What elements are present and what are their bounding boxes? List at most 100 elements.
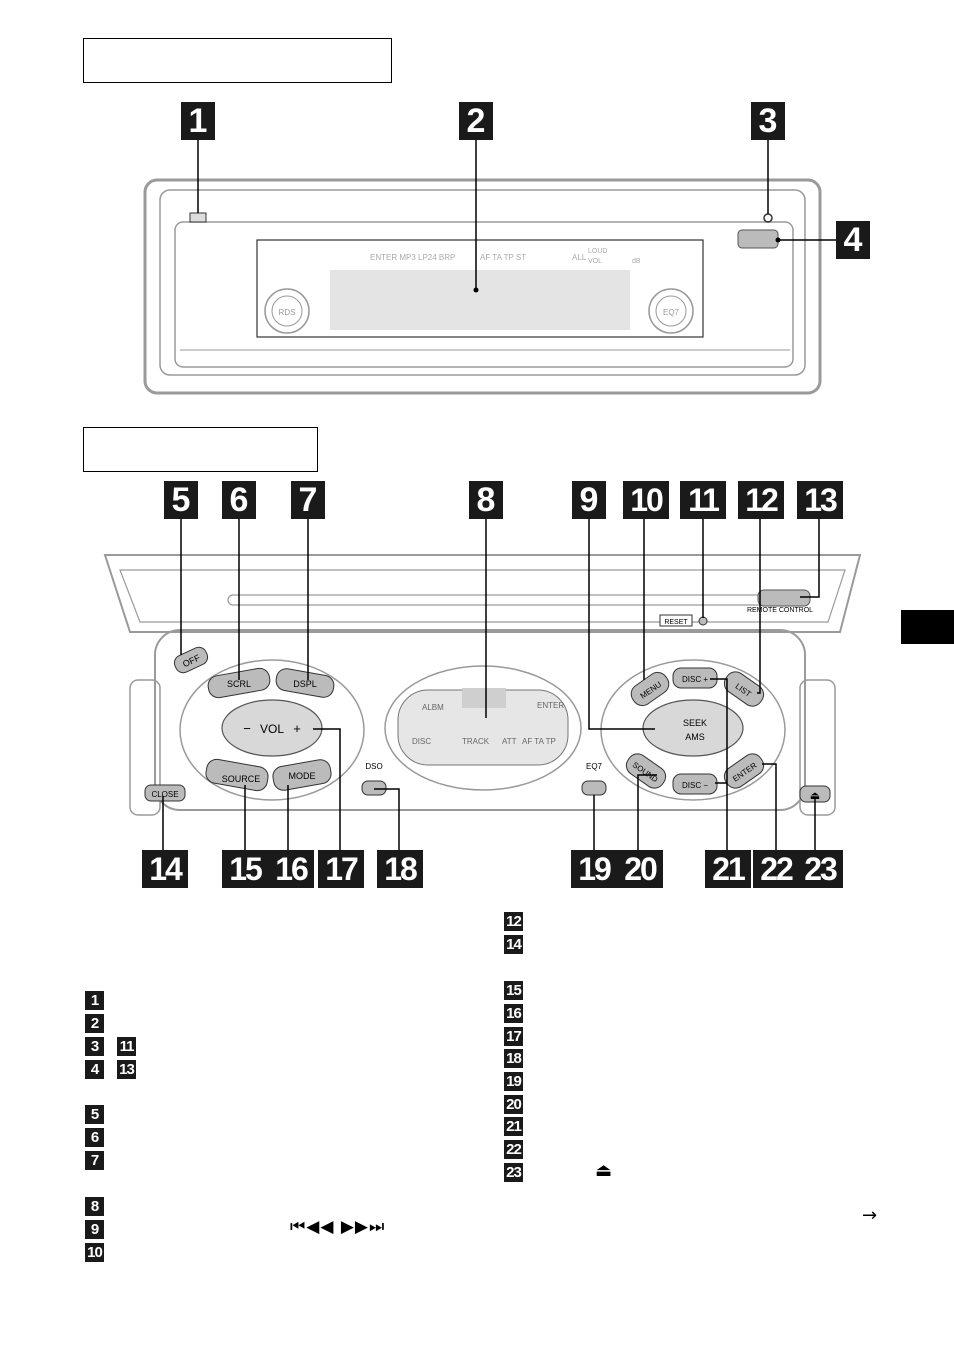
volume-label: VOL xyxy=(260,722,284,736)
volume-plus-label: + xyxy=(293,721,301,736)
section-title-box-top xyxy=(83,38,392,83)
legend-item-20: 20 xyxy=(504,1095,523,1114)
page-edge-tab xyxy=(901,610,954,644)
callout-13: 13 xyxy=(797,481,843,519)
disc-minus-label: DISC − xyxy=(682,781,708,790)
callout-3: 3 xyxy=(751,102,785,140)
top-display-eq-label: EQ7 xyxy=(663,308,680,317)
mode-label: MODE xyxy=(289,771,316,781)
scrl-label: SCRL xyxy=(227,679,251,689)
legend-item-18: 18 xyxy=(504,1049,523,1068)
disc-minus-button[interactable]: DISC − xyxy=(672,773,718,795)
dso-button[interactable]: DSO xyxy=(361,762,387,796)
display-enter-label: ENTER xyxy=(537,701,564,710)
legend-item-3: 3 xyxy=(85,1037,104,1056)
eject-button[interactable]: ⏏ xyxy=(799,785,831,803)
callout-14: 14 xyxy=(142,850,188,888)
legend-item-6: 6 xyxy=(85,1128,104,1147)
legend-item-7: 7 xyxy=(85,1151,104,1170)
legend-item-15: 15 xyxy=(504,981,523,1000)
legend-item-22: 22 xyxy=(504,1140,523,1159)
legend-item-17: 17 xyxy=(504,1027,523,1046)
dspl-button[interactable]: DSPL xyxy=(275,667,336,699)
legend-item-12: 12 xyxy=(504,912,523,931)
callout-1: 1 xyxy=(181,102,215,140)
disc-plus-label: DISC + xyxy=(682,675,708,684)
display-af-label: AF TA TP xyxy=(522,737,556,746)
callout-23: 23 xyxy=(797,850,843,888)
seek-ams-control[interactable]: SEEK AMS xyxy=(683,718,707,742)
legend-item-19: 19 xyxy=(504,1072,523,1091)
disc-plus-button[interactable]: DISC + xyxy=(672,667,718,689)
callout-18: 18 xyxy=(377,850,423,888)
enter-button[interactable]: ENTER xyxy=(720,750,767,792)
callout-2: 2 xyxy=(459,102,493,140)
display-att-label: ATT xyxy=(502,737,517,746)
off-button[interactable]: OFF xyxy=(172,645,210,676)
callout-10: 10 xyxy=(623,481,669,519)
callout-8: 8 xyxy=(469,481,503,519)
top-display-rds-label: RDS xyxy=(279,308,296,317)
top-display-vol-label: VOL xyxy=(588,258,602,265)
seek-label: SEEK xyxy=(683,718,707,728)
callout-7: 7 xyxy=(291,481,325,519)
callout-16: 16 xyxy=(268,850,314,888)
callout-4: 4 xyxy=(836,221,870,259)
legend-item-16: 16 xyxy=(504,1004,523,1023)
dspl-label: DSPL xyxy=(293,679,317,689)
callout-12: 12 xyxy=(738,481,784,519)
callout-20: 20 xyxy=(617,850,663,888)
legend-item-10: 10 xyxy=(85,1243,104,1262)
section-title-box-front xyxy=(83,427,318,472)
legend-item-13: 13 xyxy=(117,1060,136,1079)
top-display-icons-label: ENTER MP3 LP24 BRP xyxy=(370,253,455,262)
legend-item-23: 23 xyxy=(504,1163,523,1182)
top-display-loud-label: LOUD xyxy=(588,248,607,255)
legend-item-8: 8 xyxy=(85,1197,104,1216)
callout-17: 17 xyxy=(318,850,364,888)
eject-legend-icon: ⏏ xyxy=(595,1160,613,1181)
callout-15: 15 xyxy=(222,850,268,888)
legend-item-1: 1 xyxy=(85,991,104,1010)
reset-button[interactable]: RESET xyxy=(659,614,693,627)
legend-item-5: 5 xyxy=(85,1105,104,1124)
top-display-af-label: AF TA TP ST xyxy=(480,253,526,262)
list-button[interactable]: LIST xyxy=(720,668,767,710)
top-display-db-label: dB xyxy=(632,258,641,265)
continue-arrow-icon: → xyxy=(862,1205,878,1226)
mode-button[interactable]: MODE xyxy=(271,758,332,792)
source-button[interactable]: SOURCE xyxy=(204,758,269,792)
legend-item-14: 14 xyxy=(504,935,523,954)
eq7-label: EQ7 xyxy=(586,762,603,771)
legend-item-21: 21 xyxy=(504,1117,523,1136)
sound-button[interactable]: SOUND xyxy=(622,750,669,792)
eq7-button[interactable]: EQ7 xyxy=(581,762,607,796)
top-display-all-label: ALL xyxy=(572,253,587,262)
legend-item-11: 11 xyxy=(117,1037,136,1056)
scrl-button[interactable]: SCRL xyxy=(207,667,272,699)
callout-22: 22 xyxy=(753,850,799,888)
source-label: SOURCE xyxy=(222,774,261,784)
display-albm-label: ALBM xyxy=(422,703,444,712)
reset-label: RESET xyxy=(664,619,688,626)
legend-item-4: 4 xyxy=(85,1060,104,1079)
ams-label: AMS xyxy=(685,732,705,742)
menu-button[interactable]: MENU xyxy=(627,669,672,710)
callout-6: 6 xyxy=(222,481,256,519)
legend-item-9: 9 xyxy=(85,1220,104,1239)
callout-9: 9 xyxy=(572,481,606,519)
remote-control-label: REMOTE CONTROL xyxy=(747,607,813,614)
close-button[interactable]: CLOSE xyxy=(144,784,186,802)
display-disc-label: DISC xyxy=(412,737,431,746)
legend-item-2: 2 xyxy=(85,1014,104,1033)
callout-5: 5 xyxy=(164,481,198,519)
display-track-label: TRACK xyxy=(462,737,490,746)
callout-19: 19 xyxy=(571,850,617,888)
eject-icon: ⏏ xyxy=(810,790,820,802)
seek-symbols-icon: ⏮◀◀ ▶▶⏭ xyxy=(290,1217,386,1237)
volume-control[interactable]: − VOL + xyxy=(243,721,301,736)
dso-label: DSO xyxy=(365,762,382,771)
close-label: CLOSE xyxy=(151,790,178,799)
